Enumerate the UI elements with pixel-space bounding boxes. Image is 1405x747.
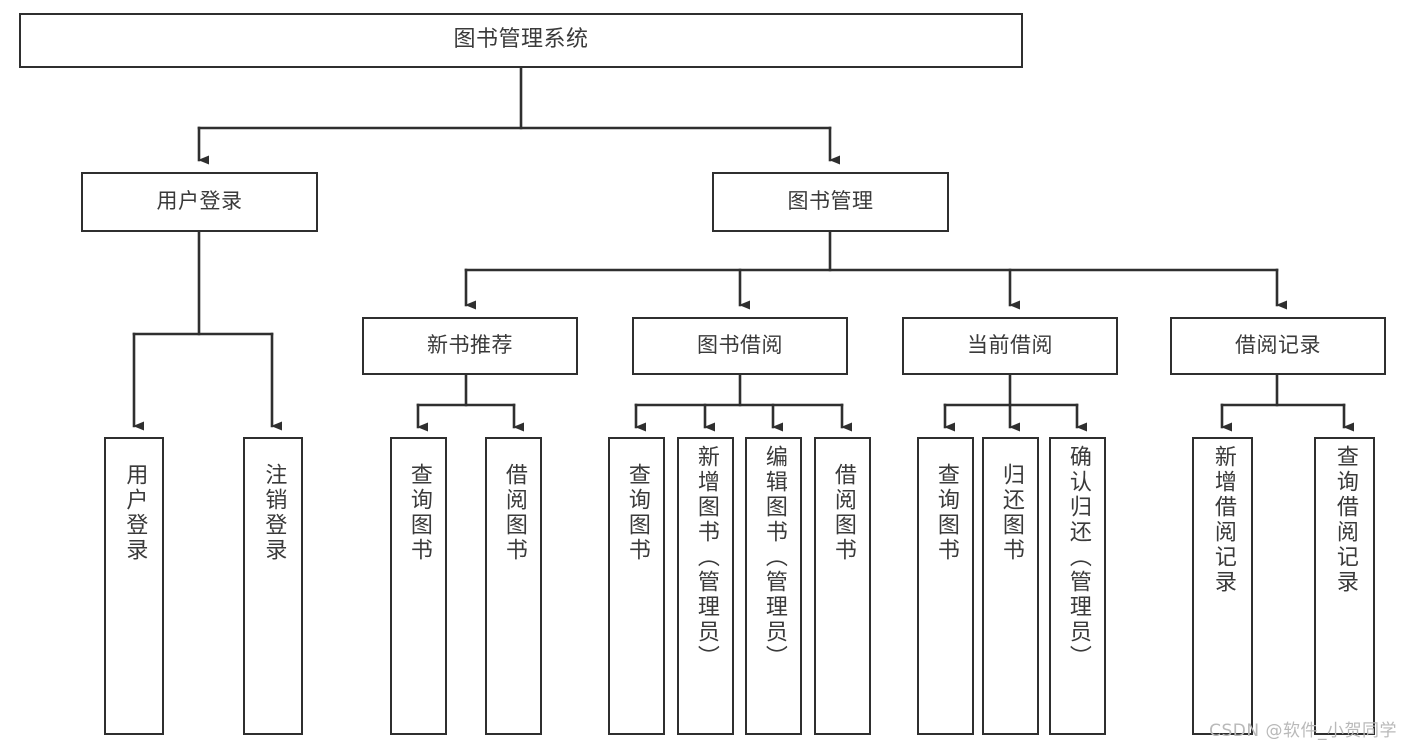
- node-book-manage-label: 图书管理: [787, 189, 874, 214]
- node-leaf-query-book-1[interactable]: 查询图书: [390, 437, 447, 735]
- node-borrow-record-label: 借阅记录: [1235, 333, 1321, 358]
- node-leaf-logout-login[interactable]: 注销登录: [243, 437, 303, 735]
- node-leaf-add-book-admin[interactable]: 新增图书（管理员）: [677, 437, 734, 735]
- node-borrow-record[interactable]: 借阅记录: [1170, 317, 1386, 375]
- node-leaf-query-book-1-label: 查询图书: [406, 463, 432, 563]
- node-leaf-query-borrow-record[interactable]: 查询借阅记录: [1314, 437, 1375, 735]
- node-user-login[interactable]: 用户登录: [81, 172, 318, 232]
- node-leaf-query-book-3-label: 查询图书: [933, 463, 959, 563]
- node-current-borrow-label: 当前借阅: [967, 333, 1053, 358]
- node-book-manage[interactable]: 图书管理: [712, 172, 949, 232]
- node-leaf-add-borrow-record-label: 新增借阅记录: [1210, 445, 1236, 595]
- node-new-book-recommend-label: 新书推荐: [427, 333, 513, 358]
- node-leaf-add-borrow-record[interactable]: 新增借阅记录: [1192, 437, 1253, 735]
- node-leaf-logout-login-label: 注销登录: [261, 463, 287, 563]
- node-leaf-query-book-2[interactable]: 查询图书: [608, 437, 665, 735]
- node-new-book-recommend[interactable]: 新书推荐: [362, 317, 578, 375]
- node-leaf-return-book[interactable]: 归还图书: [982, 437, 1039, 735]
- node-leaf-user-login-label: 用户登录: [122, 463, 148, 563]
- node-leaf-query-borrow-record-label: 查询借阅记录: [1332, 445, 1358, 595]
- node-leaf-edit-book-admin-label: 编辑图书（管理员）: [761, 445, 787, 670]
- node-leaf-return-book-label: 归还图书: [998, 463, 1024, 563]
- node-leaf-confirm-return-admin-label: 确认归还（管理员）: [1065, 445, 1091, 670]
- node-leaf-add-book-admin-label: 新增图书（管理员）: [693, 445, 719, 670]
- node-leaf-edit-book-admin[interactable]: 编辑图书（管理员）: [745, 437, 802, 735]
- node-leaf-query-book-3[interactable]: 查询图书: [917, 437, 974, 735]
- node-leaf-query-book-2-label: 查询图书: [624, 463, 650, 563]
- node-book-borrow[interactable]: 图书借阅: [632, 317, 848, 375]
- node-root-system[interactable]: 图书管理系统: [19, 13, 1023, 68]
- node-leaf-borrow-book-1[interactable]: 借阅图书: [485, 437, 542, 735]
- node-user-login-label: 用户登录: [156, 189, 243, 214]
- node-leaf-borrow-book-2[interactable]: 借阅图书: [814, 437, 871, 735]
- node-root-system-label: 图书管理系统: [453, 27, 589, 53]
- node-leaf-confirm-return-admin[interactable]: 确认归还（管理员）: [1049, 437, 1106, 735]
- node-leaf-user-login[interactable]: 用户登录: [104, 437, 164, 735]
- node-book-borrow-label: 图书借阅: [697, 333, 783, 358]
- node-current-borrow[interactable]: 当前借阅: [902, 317, 1118, 375]
- csdn-watermark: CSDN @软件_小贺同学: [1209, 721, 1397, 741]
- node-leaf-borrow-book-1-label: 借阅图书: [501, 463, 527, 563]
- node-leaf-borrow-book-2-label: 借阅图书: [830, 463, 856, 563]
